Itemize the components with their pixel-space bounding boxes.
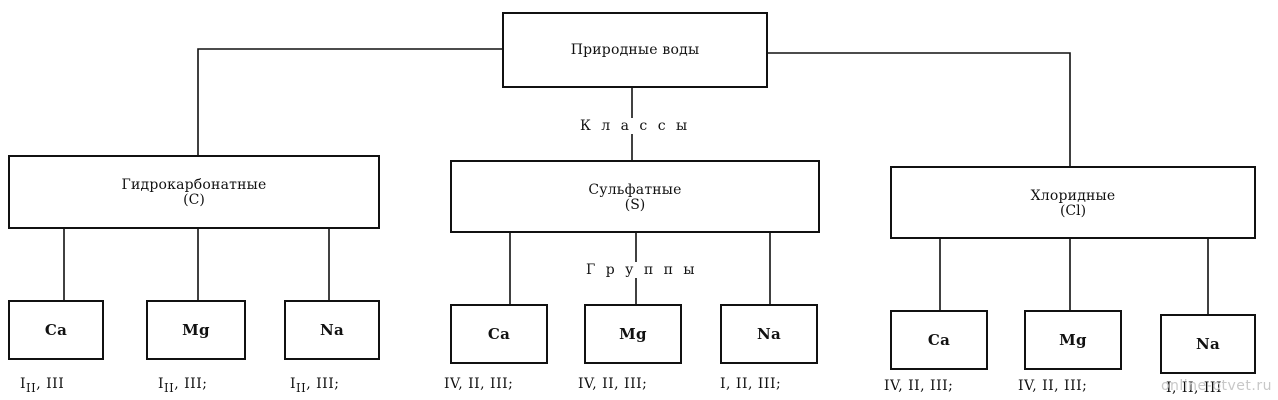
- group-label-chloride-ca: Ca: [927, 331, 951, 349]
- types-subscript: II: [296, 380, 307, 395]
- class-code-hydrocarbonate: (С): [183, 192, 205, 208]
- types-subscript: II: [26, 380, 37, 395]
- group-label-sulfate-mg: Mg: [619, 325, 647, 343]
- types-rest: , III;: [306, 376, 340, 392]
- types-subscript: II: [164, 380, 175, 395]
- class-box-chloride: Хлоридные (Cl): [890, 166, 1256, 239]
- types-rest: , III;: [174, 376, 208, 392]
- types-chloride-mg: IV, II, III;: [1018, 378, 1088, 394]
- group-box-sulfate-ca: Ca: [450, 304, 548, 364]
- types-chloride-na: I, II, III: [1166, 380, 1222, 396]
- types-hydrocarbonate-ca: III, III: [20, 376, 64, 395]
- types-sulfate-ca: IV, II, III;: [444, 376, 514, 392]
- class-code-sulfate: (S): [624, 196, 646, 213]
- connector-root-to-hydrocarbonate: [197, 48, 502, 157]
- types-roman: I: [20, 376, 27, 392]
- class-box-hydrocarbonate: Гидрокарбонатные (С): [8, 155, 380, 229]
- group-box-hydrocarbonate-ca: Ca: [8, 300, 104, 360]
- group-label-hydrocarbonate-na: Na: [319, 321, 345, 339]
- types-roman: I: [290, 376, 297, 392]
- group-box-hydrocarbonate-na: Na: [284, 300, 380, 360]
- types-roman: I: [158, 376, 165, 392]
- group-box-chloride-ca: Ca: [890, 310, 988, 370]
- watermark: online-otvet.ru: [1160, 378, 1272, 394]
- group-label-chloride-na: Na: [1195, 335, 1221, 353]
- group-box-sulfate-mg: Mg: [584, 304, 682, 364]
- groups-label: Г р у п п ы: [584, 262, 700, 278]
- group-label-chloride-mg: Mg: [1059, 331, 1087, 349]
- group-label-hydrocarbonate-ca: Ca: [44, 321, 68, 339]
- types-hydrocarbonate-na: III, III;: [290, 376, 339, 395]
- root-box: Природные воды: [502, 12, 768, 88]
- types-rest: , III: [36, 376, 65, 392]
- classes-label: К л а с с ы: [578, 118, 693, 134]
- group-label-sulfate-ca: Ca: [487, 325, 511, 343]
- connector-root-to-chloride: [768, 52, 1071, 166]
- class-name-sulfate: Сульфатные: [588, 181, 682, 198]
- types-sulfate-na: I, II, III;: [720, 376, 782, 392]
- group-box-chloride-mg: Mg: [1024, 310, 1122, 370]
- group-box-sulfate-na: Na: [720, 304, 818, 364]
- types-chloride-ca: IV, II, III;: [884, 378, 954, 394]
- group-box-chloride-na: Na: [1160, 314, 1256, 374]
- types-hydrocarbonate-mg: III, III;: [158, 376, 207, 395]
- root-label: Природные воды: [570, 42, 700, 58]
- class-name-hydrocarbonate: Гидрокарбонатные: [121, 177, 267, 193]
- group-label-sulfate-na: Na: [756, 325, 782, 343]
- group-box-hydrocarbonate-mg: Mg: [146, 300, 246, 360]
- class-box-sulfate: Сульфатные (S): [450, 160, 820, 233]
- types-sulfate-mg: IV, II, III;: [578, 376, 648, 392]
- class-name-chloride: Хлоридные: [1030, 187, 1116, 204]
- class-code-chloride: (Cl): [1059, 202, 1087, 219]
- group-label-hydrocarbonate-mg: Mg: [182, 321, 210, 339]
